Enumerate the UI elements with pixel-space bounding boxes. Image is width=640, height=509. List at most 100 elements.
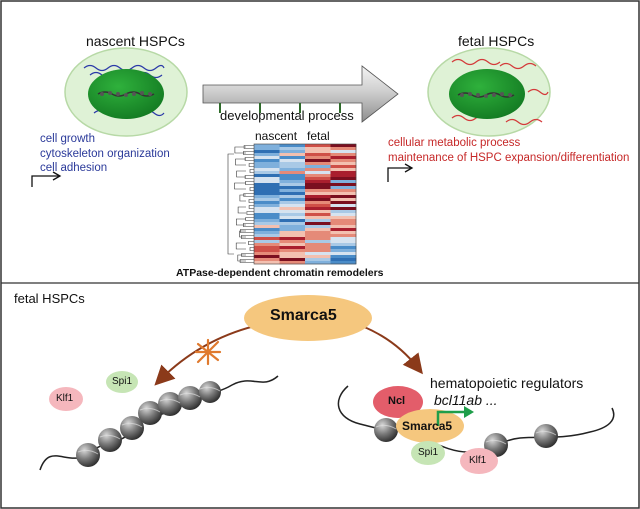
heatmap-cell bbox=[254, 150, 280, 154]
heatmap-cell bbox=[305, 195, 331, 199]
fetal-cell-illustration bbox=[427, 47, 551, 137]
heatmap-col-label-nascent: nascent bbox=[255, 129, 298, 143]
heatmap-cell bbox=[305, 219, 331, 223]
heatmap-cell bbox=[305, 186, 331, 190]
heatmap-cell bbox=[330, 183, 357, 187]
heatmap-cell bbox=[305, 234, 331, 238]
heatmap-cell bbox=[279, 162, 306, 166]
heatmap-cell bbox=[279, 147, 306, 151]
heatmap-cell bbox=[305, 210, 331, 214]
heatmap-cell bbox=[254, 171, 280, 175]
heatmap-cell bbox=[305, 156, 331, 160]
heatmap-cells bbox=[254, 144, 357, 265]
heatmap-cell bbox=[330, 225, 357, 229]
heatmap-cell bbox=[330, 147, 357, 151]
heatmap-cell bbox=[330, 258, 357, 262]
heatmap-cell bbox=[254, 159, 280, 163]
heatmap-cell bbox=[279, 213, 306, 217]
heatmap-cell bbox=[305, 174, 331, 178]
developmental-process-arrow bbox=[202, 65, 399, 123]
heatmap-cell bbox=[279, 216, 306, 220]
fetal-term-1: maintenance of HSPC expansion/differenti… bbox=[388, 152, 630, 164]
klf1-left-blob bbox=[49, 387, 83, 411]
heatmap-cell bbox=[279, 165, 306, 169]
heatmap-cell bbox=[305, 249, 331, 253]
heatmap-cell bbox=[330, 201, 357, 205]
heatmap-cell bbox=[330, 192, 357, 196]
heatmap-cell bbox=[305, 225, 331, 229]
heatmap-cell bbox=[279, 183, 306, 187]
heatmap-cell bbox=[279, 186, 306, 190]
fetal-promoter-icon bbox=[387, 167, 412, 182]
heatmap-cell bbox=[330, 213, 357, 217]
heatmap-cell bbox=[305, 201, 331, 205]
heatmap-cell bbox=[254, 246, 280, 250]
spi1-right-blob bbox=[411, 441, 445, 465]
heatmap-cell bbox=[305, 147, 331, 151]
heatmap-cell bbox=[330, 243, 357, 247]
heatmap-cell bbox=[279, 207, 306, 211]
heatmap-cell bbox=[330, 180, 357, 184]
smarca5-right-blob bbox=[396, 409, 464, 443]
heatmap-cell bbox=[305, 258, 331, 262]
heatmap-cell bbox=[254, 228, 280, 232]
heatmap-cell bbox=[254, 195, 280, 199]
heatmap-cell bbox=[254, 207, 280, 211]
heatmap-cell bbox=[254, 216, 280, 220]
heatmap-cell bbox=[279, 261, 306, 265]
heatmap-cell bbox=[279, 174, 306, 178]
heatmap-cell bbox=[279, 219, 306, 223]
heatmap-cell bbox=[305, 231, 331, 235]
heatmap-cell bbox=[279, 159, 306, 163]
nascent-term-1: cytoskeleton organization bbox=[40, 148, 170, 160]
heatmap-cell bbox=[254, 183, 280, 187]
heatmap-cell bbox=[305, 261, 331, 265]
heatmap-cell bbox=[330, 177, 357, 181]
regulators-title: hematopoietic regulators bbox=[430, 375, 584, 391]
heatmap-cell bbox=[254, 162, 280, 166]
nucleosome-icon bbox=[76, 381, 221, 467]
heatmap-cell bbox=[330, 249, 357, 253]
heatmap-cell bbox=[305, 183, 331, 187]
nascent-term-0: cell growth bbox=[40, 133, 95, 145]
heatmap-cell bbox=[279, 210, 306, 214]
heatmap-cell bbox=[305, 180, 331, 184]
heatmap-cell bbox=[254, 237, 280, 241]
heatmap-cell bbox=[330, 231, 357, 235]
smarca5-right-label: Smarca5 bbox=[402, 419, 453, 433]
heatmap-cell bbox=[254, 174, 280, 178]
heatmap-cell bbox=[279, 192, 306, 196]
ncl-label: Ncl bbox=[388, 395, 406, 407]
heatmap-cell bbox=[330, 156, 357, 160]
heatmap-cell bbox=[305, 189, 331, 193]
heatmap-cell bbox=[254, 177, 280, 181]
heatmap-cell bbox=[279, 153, 306, 157]
klf1-left-label: Klf1 bbox=[56, 393, 74, 404]
heatmap-cell bbox=[279, 252, 306, 256]
heatmap-cell bbox=[305, 198, 331, 202]
heatmap-cell bbox=[305, 216, 331, 220]
heatmap-cell bbox=[330, 216, 357, 220]
heatmap-cell bbox=[254, 189, 280, 193]
heatmap-cell bbox=[254, 222, 280, 226]
heatmap-cell bbox=[279, 177, 306, 181]
heatmap-cell bbox=[254, 234, 280, 238]
heatmap-cell bbox=[330, 246, 357, 250]
nascent-promoter-icon bbox=[31, 175, 60, 187]
heatmap-cell bbox=[279, 231, 306, 235]
heatmap-cell bbox=[330, 153, 357, 157]
heatmap-cell bbox=[305, 246, 331, 250]
heatmap-cell bbox=[330, 189, 357, 193]
heatmap-cell bbox=[330, 150, 357, 154]
heatmap-cell bbox=[330, 219, 357, 223]
klf1-right-label: Klf1 bbox=[469, 455, 487, 466]
heatmap-cell bbox=[305, 252, 331, 256]
heatmap-cell bbox=[254, 261, 280, 265]
heatmap-cell bbox=[279, 195, 306, 199]
heatmap-cell bbox=[254, 219, 280, 223]
spi1-left-blob bbox=[106, 371, 138, 393]
klf1-right-blob bbox=[460, 448, 498, 474]
heatmap-cell bbox=[279, 258, 306, 262]
heatmap-cell bbox=[330, 222, 357, 226]
